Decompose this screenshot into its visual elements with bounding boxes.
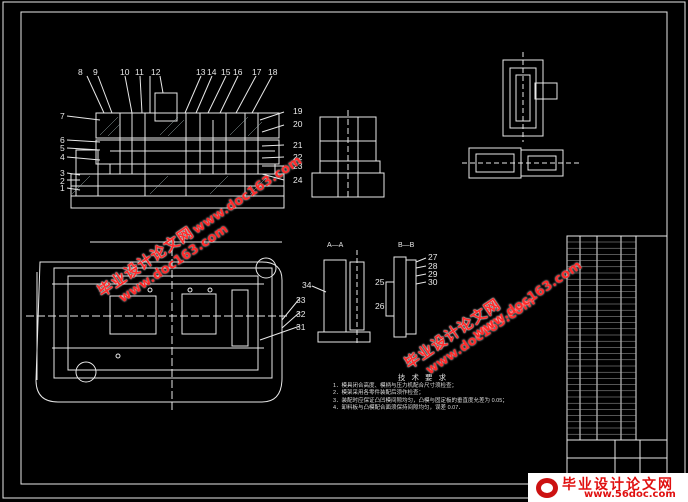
- part-number-30: 30: [428, 277, 438, 287]
- bom-rows: [567, 241, 636, 435]
- main-elevation-view: [66, 75, 285, 209]
- section-bb-title: B—B: [398, 242, 415, 249]
- hatching: [71, 116, 269, 195]
- part-number-7: 7: [60, 111, 65, 121]
- part-number-12: 12: [151, 67, 161, 77]
- part-number-32: 32: [296, 309, 306, 319]
- part-number-24: 24: [293, 175, 303, 185]
- tech-note-item: 1．模具闭合高度、模柄与压力机配合尺寸须检查；: [333, 382, 458, 389]
- part-number-19: 19: [293, 106, 303, 116]
- tech-note-item: 4．卸料板与凸模配合面须保持间隙均匀，误差 0.07．: [333, 405, 464, 412]
- part-number-23: 23: [293, 161, 303, 171]
- part-number-18: 18: [268, 67, 278, 77]
- side-view: [311, 110, 385, 200]
- part-number-4: 4: [60, 152, 65, 162]
- part-number-16: 16: [233, 67, 243, 77]
- part-number-5: 5: [60, 143, 65, 153]
- part-number-15: 15: [221, 67, 231, 77]
- section-aa-title: A—A: [327, 242, 344, 249]
- part-number-6: 6: [60, 135, 65, 145]
- section-aa: [311, 250, 371, 346]
- plan-view: [26, 241, 301, 410]
- part-number-22: 22: [293, 152, 303, 162]
- footer-banner: 毕业设计论文网 www.56doc.com: [528, 473, 688, 502]
- part-number-31: 31: [296, 322, 306, 332]
- part-number-11: 11: [135, 67, 144, 77]
- tech-note-item: 2．模架采用各零件装配后须作检查；: [333, 390, 425, 397]
- part-number-26: 26: [375, 301, 385, 311]
- part-number-25: 25: [375, 277, 385, 287]
- footer-url: www.56doc.com: [584, 489, 676, 500]
- part-number-33: 33: [296, 295, 306, 305]
- part-number-17: 17: [252, 67, 262, 77]
- footer-title: 毕业设计论文网: [562, 477, 674, 493]
- part-number-13: 13: [196, 67, 206, 77]
- part-number-14: 14: [207, 67, 217, 77]
- part-number-1: 1: [60, 183, 65, 193]
- part-view-bottom: [462, 147, 580, 179]
- part-number-9: 9: [93, 67, 98, 77]
- part-number-21: 21: [293, 140, 303, 150]
- part-number-27: 27: [428, 252, 438, 262]
- part-number-10: 10: [120, 67, 130, 77]
- part-number-3: 3: [60, 168, 65, 178]
- part-number-28: 28: [428, 261, 438, 271]
- section-bb: [385, 256, 427, 338]
- site-logo-icon: [536, 478, 558, 498]
- tech-notes-title: 技 术 要 求: [397, 373, 449, 382]
- part-number-34: 34: [302, 280, 312, 290]
- part-number-29: 29: [428, 269, 438, 279]
- part-number-8: 8: [78, 67, 83, 77]
- part-number-2: 2: [60, 176, 65, 186]
- part-number-20: 20: [293, 119, 303, 129]
- technical-requirements: 技 术 要 求 1．模具闭合高度、模柄与压力机配合尺寸须检查； 2．模架采用各零…: [333, 374, 543, 413]
- tech-note-item: 3．装配时应保证凸凹模间隙均匀，凸模与固定板的垂直度允差为 0.05；: [333, 397, 508, 404]
- part-view-top: [502, 52, 558, 142]
